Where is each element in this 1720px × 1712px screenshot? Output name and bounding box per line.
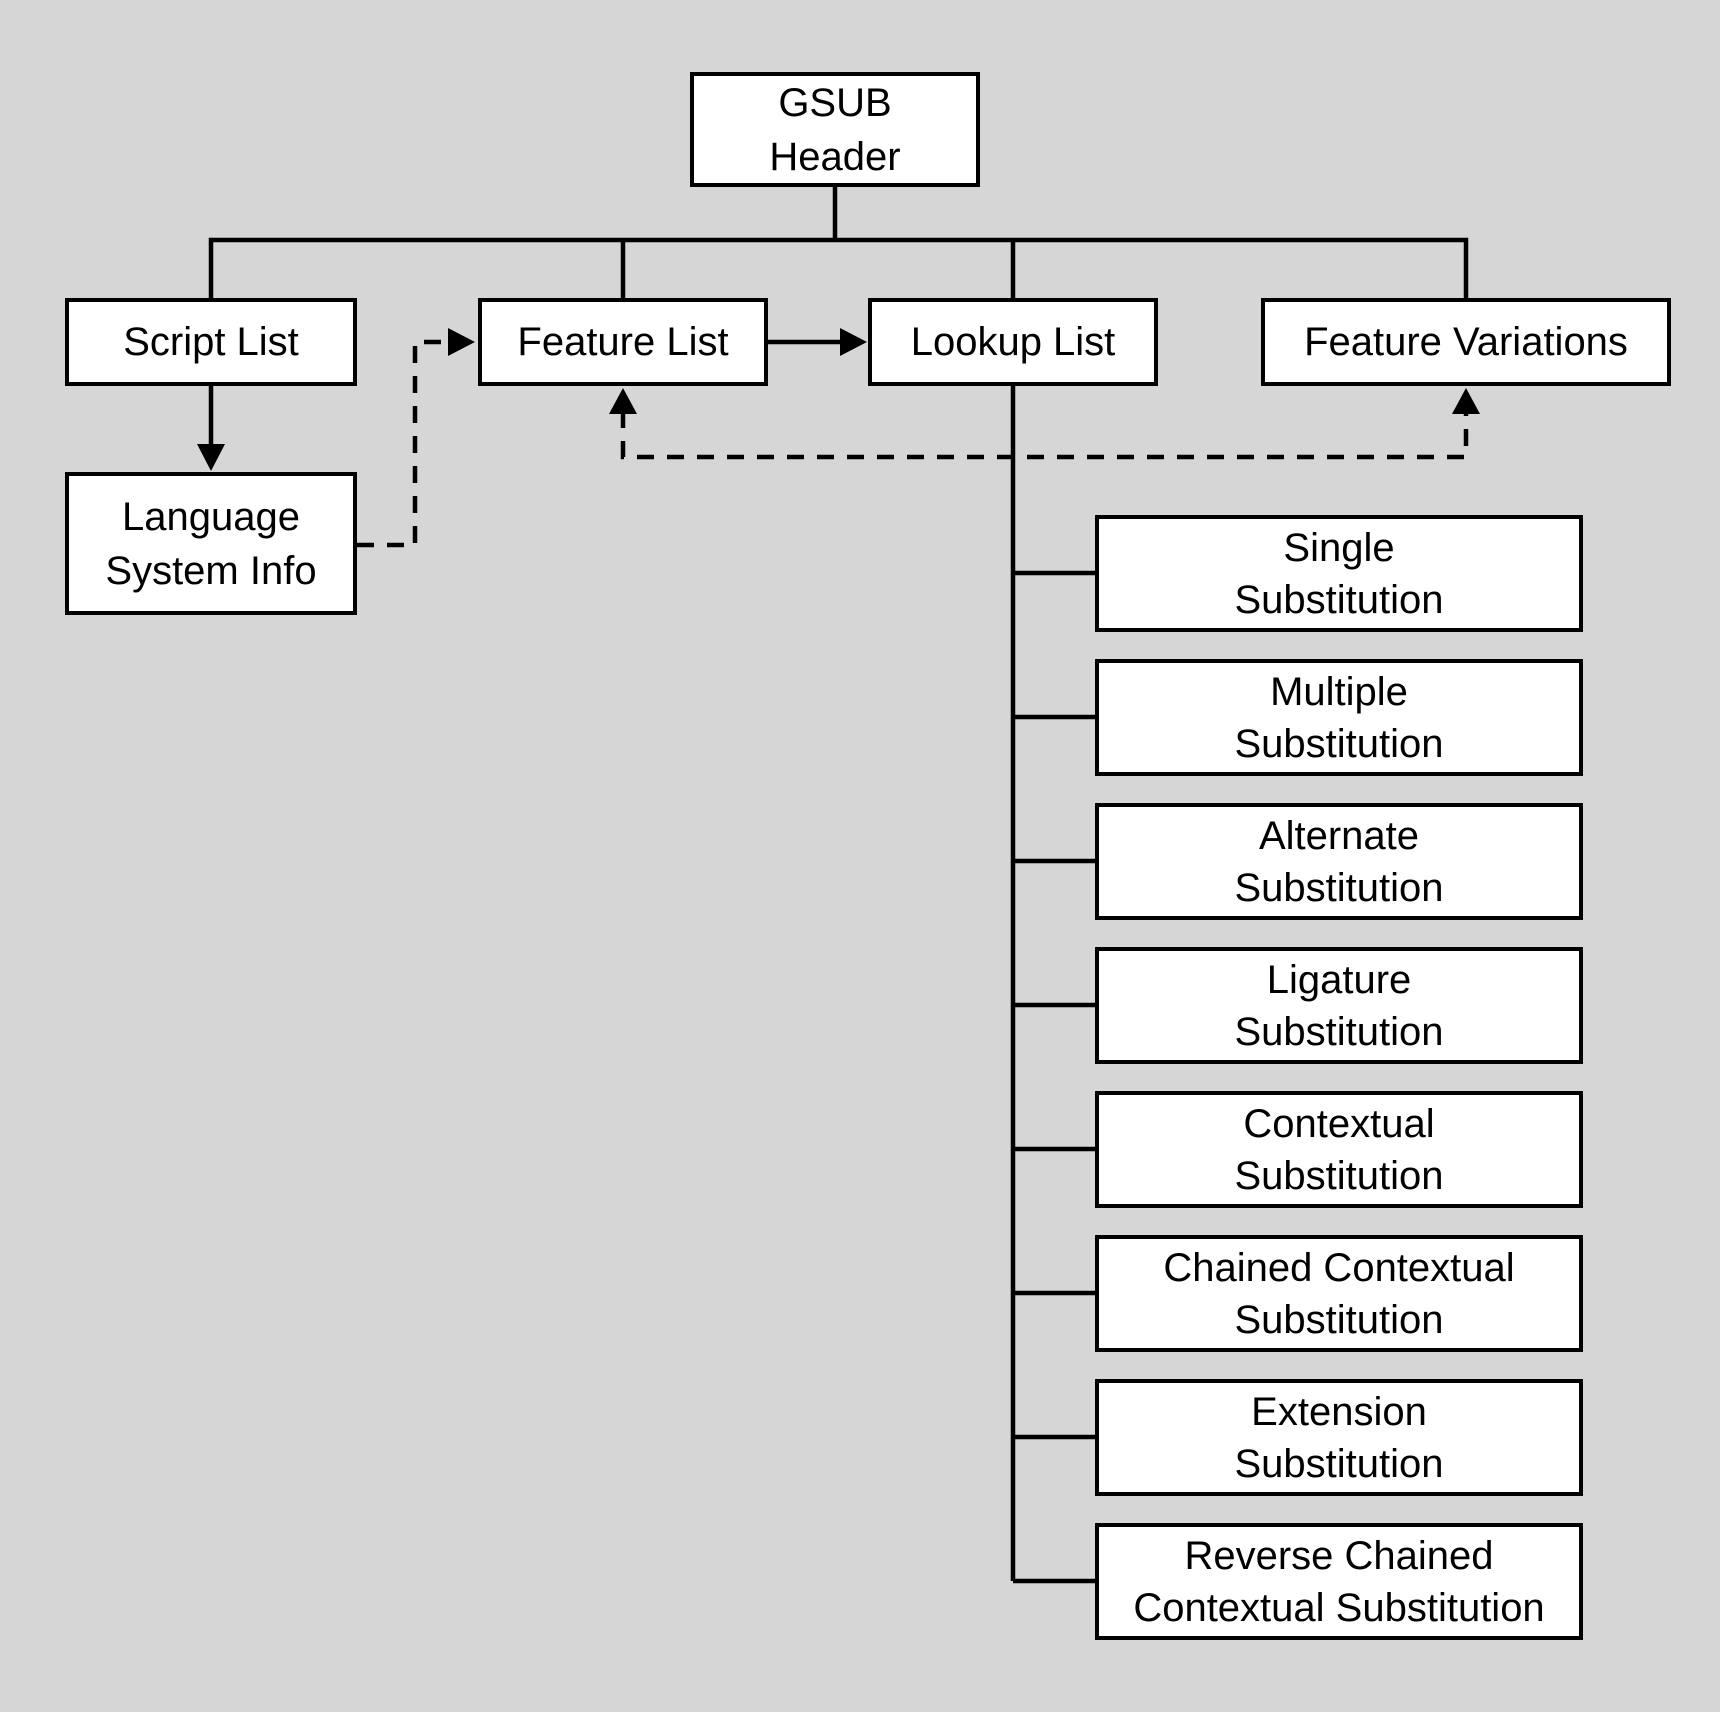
node-label: Language	[122, 494, 300, 539]
node-gsub-header: GSUB Header	[690, 72, 980, 187]
node-label: Contextual	[1243, 1101, 1435, 1146]
node-label: Ligature	[1266, 957, 1412, 1002]
node-label: Contextual Substitution	[1133, 1585, 1545, 1630]
node-label: Reverse Chained	[1184, 1533, 1494, 1578]
node-label: Single	[1283, 525, 1395, 570]
node-reverse-chained-contextual-substitution: Reverse Chained Contextual Substitution	[1095, 1523, 1583, 1640]
node-ligature-substitution: Ligature Substitution	[1095, 947, 1583, 1064]
edge-lsi-to-featurelist-dashed	[357, 339, 444, 548]
node-label: Substitution	[1234, 865, 1444, 910]
node-label: Multiple	[1270, 669, 1408, 714]
node-single-substitution: Single Substitution	[1095, 515, 1583, 632]
node-label: Extension	[1251, 1389, 1427, 1434]
node-label: Substitution	[1234, 1009, 1444, 1054]
node-label: Feature List	[517, 320, 729, 364]
node-extension-substitution: Extension Substitution	[1095, 1379, 1583, 1496]
node-label: System Info	[105, 548, 317, 593]
node-label: Substitution	[1234, 577, 1444, 622]
node-label: Chained Contextual	[1163, 1245, 1515, 1290]
node-language-system-info: Language System Info	[65, 472, 357, 615]
node-lookup-list: Lookup List	[868, 298, 1158, 386]
node-label: Substitution	[1234, 1441, 1444, 1486]
node-alternate-substitution: Alternate Substitution	[1095, 803, 1583, 920]
node-label: Substitution	[1234, 1297, 1444, 1342]
node-contextual-substitution: Contextual Substitution	[1095, 1091, 1583, 1208]
node-multiple-substitution: Multiple Substitution	[1095, 659, 1583, 776]
arrowhead-featurelist-to-lookuplist	[840, 328, 867, 356]
node-chained-contextual-substitution: Chained Contextual Substitution	[1095, 1235, 1583, 1352]
node-label: Header	[769, 134, 901, 179]
node-feature-list: Feature List	[478, 298, 768, 386]
arrowhead-script-to-lsi	[197, 444, 225, 471]
node-label: Substitution	[1234, 1153, 1444, 1198]
node-label: Substitution	[1234, 721, 1444, 766]
node-label: Feature Variations	[1304, 320, 1628, 364]
node-label: Alternate	[1258, 813, 1420, 858]
node-label: Lookup List	[910, 320, 1116, 364]
arrowhead-rail-to-featurevariations	[1452, 388, 1480, 414]
edge-header-trunk	[208, 237, 1469, 298]
edge-lookup-tree	[1010, 386, 1095, 1584]
node-script-list: Script List	[65, 298, 357, 386]
edge-lookup-dashed-rail	[620, 411, 1469, 460]
node-label: Script List	[123, 320, 299, 364]
node-label: GSUB	[778, 80, 892, 125]
arrowhead-lsi-to-featurelist	[448, 328, 475, 356]
node-feature-variations: Feature Variations	[1261, 298, 1671, 386]
arrowhead-rail-to-featurelist	[609, 388, 637, 414]
